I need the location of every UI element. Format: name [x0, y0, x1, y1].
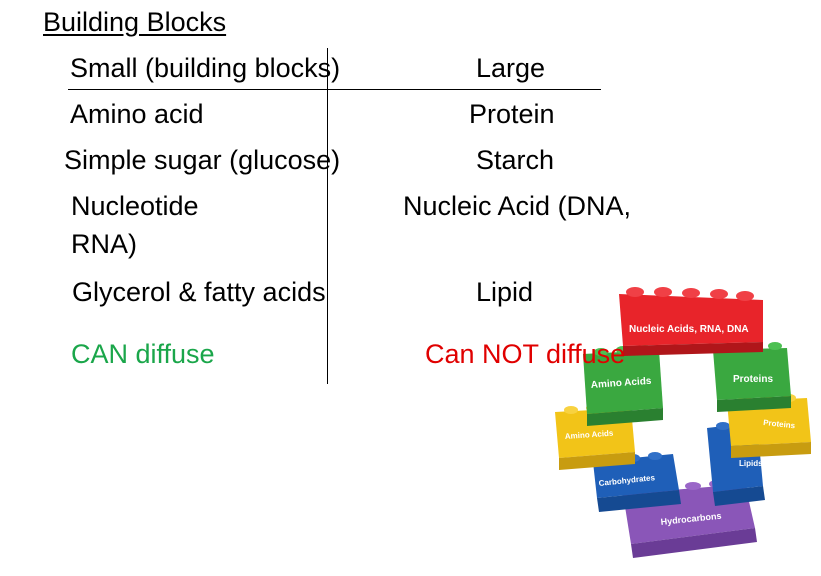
cannot-diffuse-label: Can NOT diffuse — [425, 339, 626, 369]
red-top-block: Nucleic Acids, RNA, DNA — [619, 287, 763, 356]
green-left-block-label: Amino Acids — [590, 376, 652, 391]
small-cell-nucleotide: Nucleotide — [71, 191, 199, 221]
green-right-block-label: Proteins — [733, 374, 773, 385]
small-cell-rna: RNA) — [71, 229, 137, 259]
large-cell-protein: Protein — [469, 99, 555, 129]
blue-right-block-label: Lipids — [739, 459, 763, 468]
red-top-block-label: Nucleic Acids, RNA, DNA — [629, 324, 749, 335]
small-header: Small (building blocks) — [70, 53, 341, 83]
lego-blocks-image: Hydrocarbons Carbohydrates Lipids Amino … — [555, 287, 811, 558]
table-column-divider — [327, 48, 328, 384]
small-cell-glycerol: Glycerol & fatty acids — [72, 277, 326, 307]
small-cell-sugar: Simple sugar (glucose) — [64, 145, 341, 175]
large-cell-nucleic-acid: Nucleic Acid (DNA, — [403, 191, 632, 221]
can-diffuse-label: CAN diffuse — [71, 339, 215, 369]
large-cell-starch: Starch — [476, 145, 555, 175]
table-header-divider — [68, 89, 601, 90]
green-right-block: Proteins — [713, 342, 791, 412]
yellow-right-block-label: Proteins — [763, 418, 796, 430]
large-header: Large — [476, 53, 546, 83]
large-cell-lipid: Lipid — [476, 277, 534, 307]
green-left-block: Amino Acids — [583, 345, 663, 426]
yellow-left-block-label: Amino Acids — [565, 429, 615, 441]
small-cell-amino: Amino acid — [70, 99, 204, 129]
slide-title: Building Blocks — [43, 7, 227, 37]
